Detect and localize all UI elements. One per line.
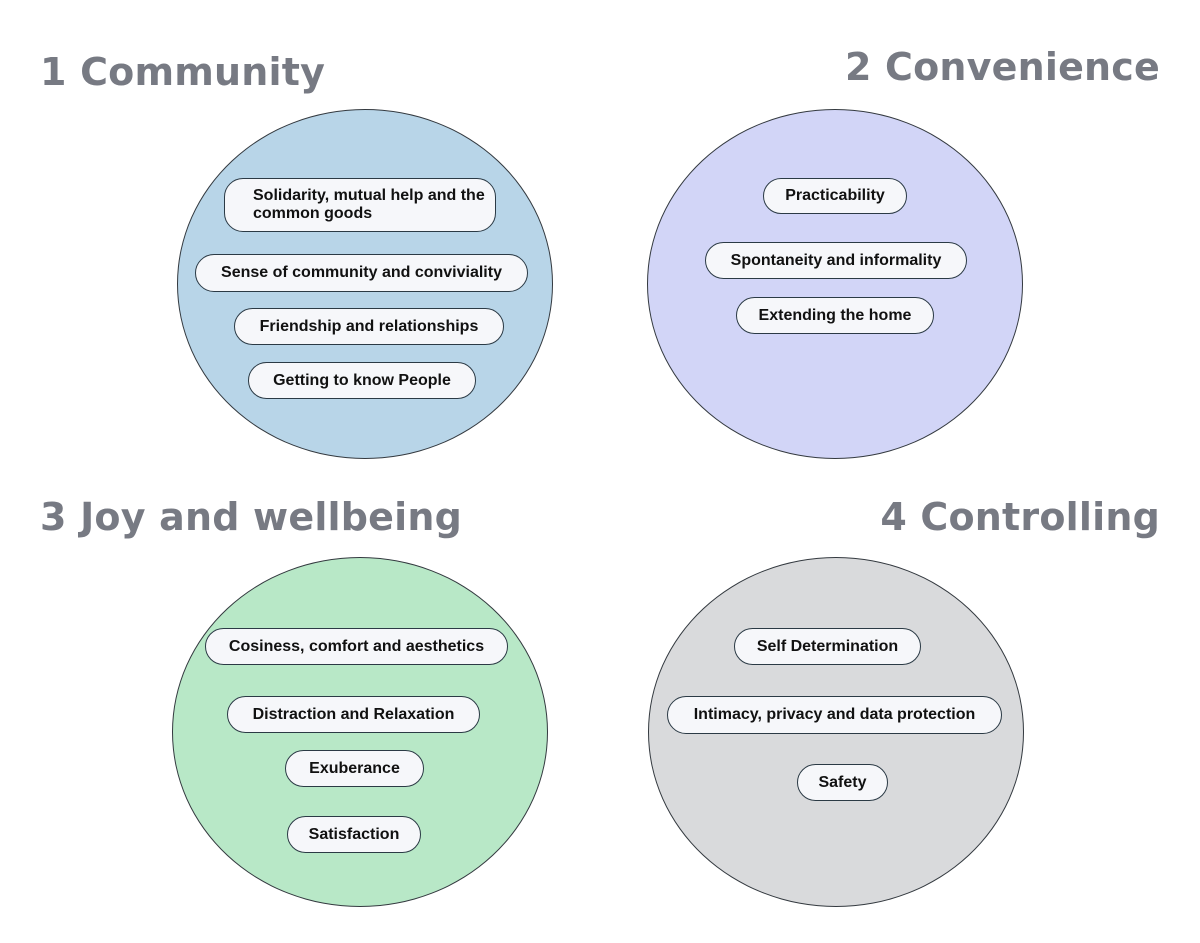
item-solidarity: Solidarity, mutual help and the common g…: [224, 178, 496, 232]
item-sense-of-community: Sense of community and conviviality: [195, 254, 528, 292]
item-friendship: Friendship and relationships: [234, 308, 504, 345]
item-spontaneity: Spontaneity and informality: [705, 242, 967, 279]
item-distraction: Distraction and Relaxation: [227, 696, 480, 733]
item-getting-to-know-people: Getting to know People: [248, 362, 476, 399]
heading-controlling: 4 Controlling: [880, 495, 1160, 539]
item-intimacy-privacy: Intimacy, privacy and data protection: [667, 696, 1002, 734]
item-practicability: Practicability: [763, 178, 907, 214]
item-cosiness: Cosiness, comfort and aesthetics: [205, 628, 508, 665]
heading-convenience: 2 Convenience: [844, 45, 1160, 89]
heading-joy-wellbeing: 3 Joy and wellbeing: [40, 495, 463, 539]
heading-community: 1 Community: [40, 50, 326, 94]
item-satisfaction: Satisfaction: [287, 816, 421, 853]
item-exuberance: Exuberance: [285, 750, 424, 787]
item-extending-home: Extending the home: [736, 297, 934, 334]
item-self-determination: Self Determination: [734, 628, 921, 665]
convenience-circle: [647, 109, 1023, 459]
item-safety: Safety: [797, 764, 888, 801]
